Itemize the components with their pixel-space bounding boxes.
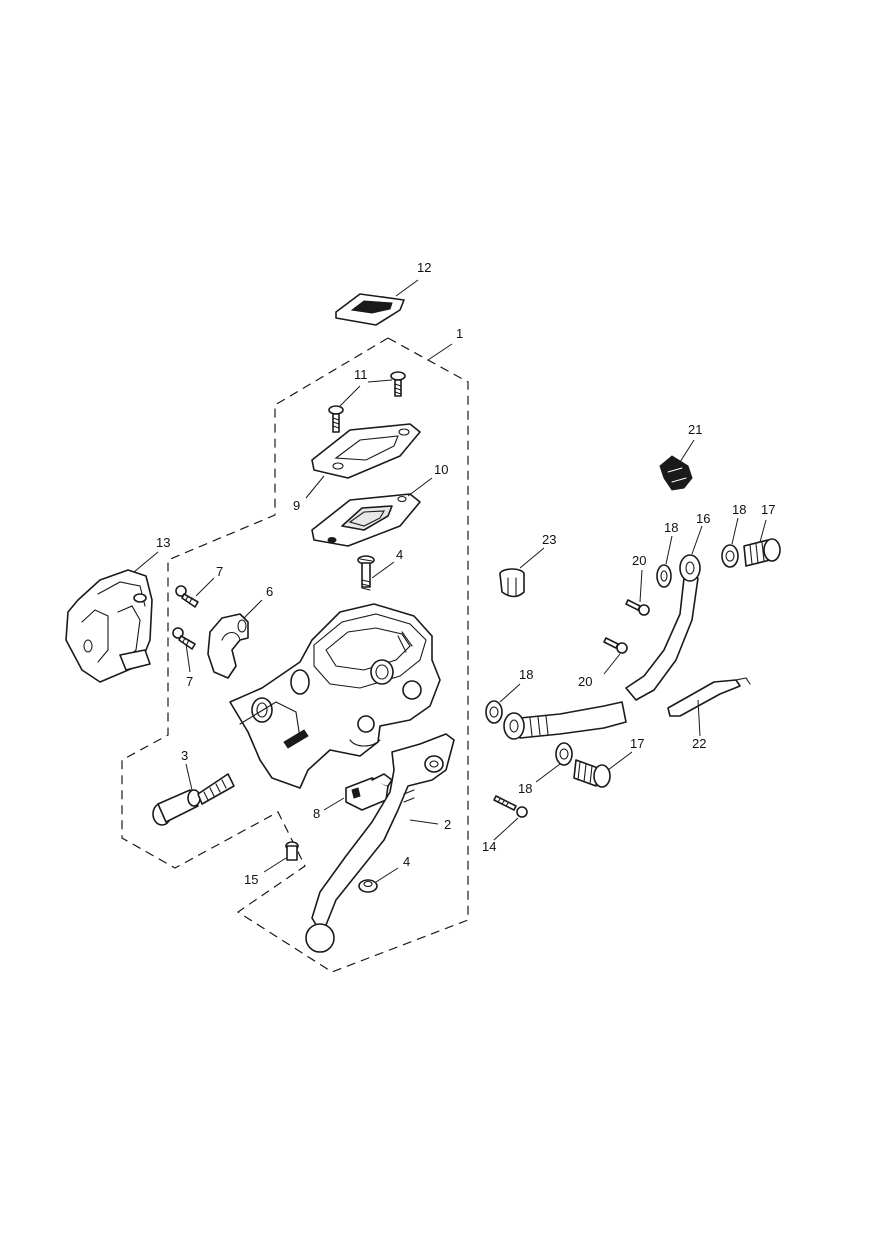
callout-7-lower: 7	[186, 674, 193, 689]
cap-screw-part-11a	[390, 371, 406, 397]
callout-16: 16	[696, 511, 710, 526]
callout-6: 6	[266, 584, 273, 599]
sealing-washer-part-18c	[485, 700, 503, 724]
banjo-bolt-part-17a	[743, 538, 781, 567]
brake-lever-part-2	[305, 733, 455, 953]
callout-7-upper: 7	[216, 564, 223, 579]
sealing-washer-part-18a	[656, 564, 672, 588]
switch-housing-part-13	[65, 569, 153, 683]
callout-17-bottom: 17	[630, 736, 644, 751]
callout-labels: 12 1 11 9 10 13 4 7 6 7 3 8 2 15 4 21 23…	[156, 260, 775, 887]
callout-23: 23	[542, 532, 556, 547]
leader-lines	[133, 279, 767, 883]
callout-18-hose-top: 18	[664, 520, 678, 535]
callout-4-nut: 4	[403, 854, 410, 869]
brake-light-switch-part-8	[345, 773, 393, 811]
callout-20-upper: 20	[632, 553, 646, 568]
callout-21: 21	[688, 422, 702, 437]
cover-plate-part-9	[311, 423, 421, 479]
pivot-pin-part-4	[357, 555, 375, 591]
callout-9: 9	[293, 498, 300, 513]
cap-screw-part-11b	[328, 405, 344, 433]
bolt-part-14	[493, 795, 528, 818]
callout-4-pin: 4	[396, 547, 403, 562]
diaphragm-part-10	[311, 493, 421, 547]
callout-2: 2	[444, 817, 451, 832]
push-rod-part-3	[152, 773, 235, 826]
assembly-boundary-1	[121, 337, 469, 973]
callout-22: 22	[692, 736, 706, 751]
screw-part-15	[285, 841, 299, 861]
clip-part-21	[659, 455, 693, 491]
callout-17-top: 17	[761, 502, 775, 517]
callout-3: 3	[181, 748, 188, 763]
callout-12: 12	[417, 260, 431, 275]
callout-10: 10	[434, 462, 448, 477]
callout-18-bolt-top: 18	[732, 502, 746, 517]
clamp-screw-part-7a	[175, 585, 199, 608]
clamp-screw-part-7b	[172, 627, 196, 650]
callout-11: 11	[354, 367, 368, 382]
callout-13: 13	[156, 535, 170, 550]
handlebar-clamp-part-6	[207, 613, 249, 679]
hose-clip-bolt-part-20a	[625, 599, 650, 616]
banjo-bolt-part-17b	[573, 759, 611, 788]
callout-15: 15	[244, 872, 258, 887]
hose-clip-bolt-part-20b	[603, 637, 628, 654]
callout-18-hose-left: 18	[519, 667, 533, 682]
callout-18-bottom: 18	[518, 781, 532, 796]
callout-8: 8	[313, 806, 320, 821]
grommet-part-23	[499, 568, 525, 598]
sealing-washer-part-18d	[555, 742, 573, 766]
callout-1: 1	[456, 326, 463, 341]
master-cylinder-body	[229, 603, 441, 789]
callout-14: 14	[482, 839, 496, 854]
reservoir-cap-part-12	[335, 293, 405, 326]
brake-hose-part-16	[503, 554, 701, 740]
callout-20-lower: 20	[578, 674, 592, 689]
hose-guide-part-22	[667, 677, 751, 717]
pivot-nut-part-4	[358, 879, 378, 893]
sealing-washer-part-18b	[721, 544, 739, 568]
